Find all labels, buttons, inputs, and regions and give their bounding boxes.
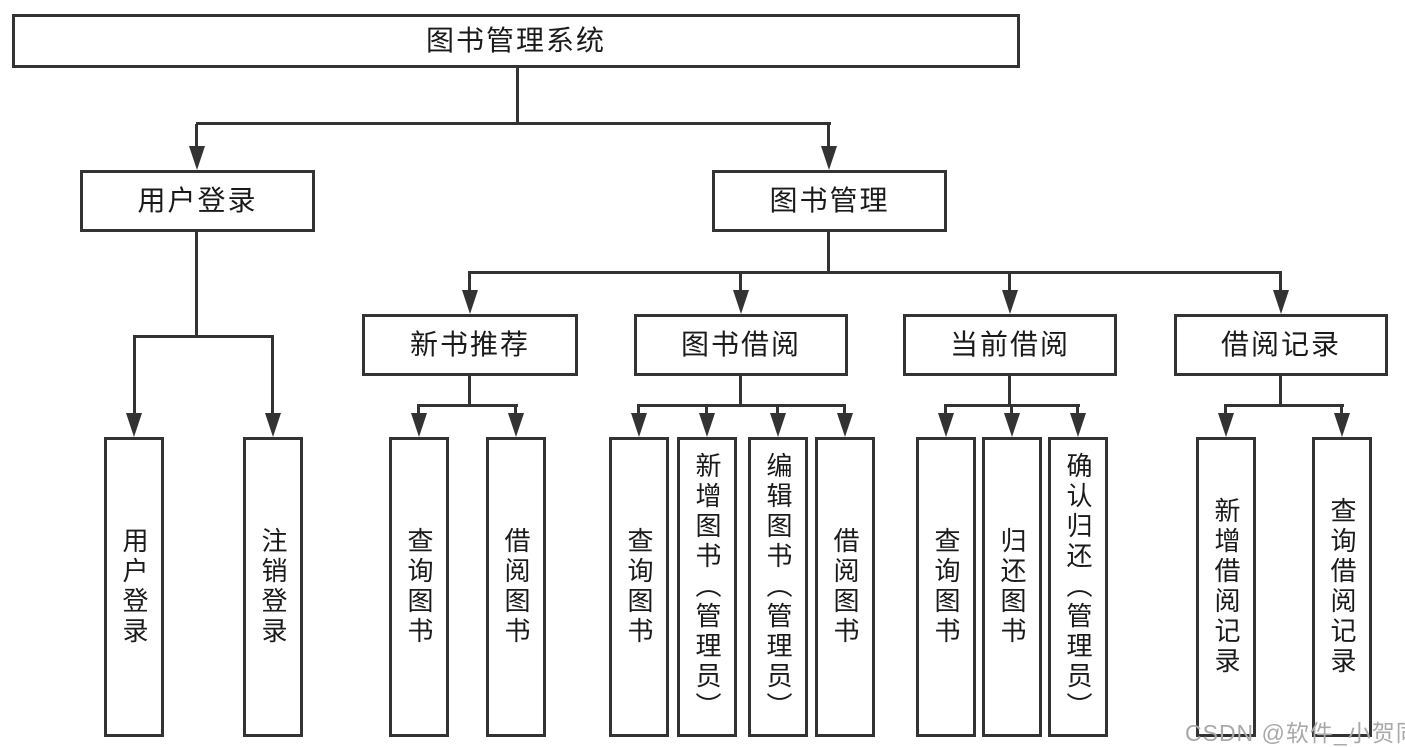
connector-current-drop-1 xyxy=(944,407,947,415)
leaf-query-books-current: 查询图书 xyxy=(916,437,976,737)
connector-current-bar xyxy=(944,404,1080,407)
connector-book-mgmt-drop-3 xyxy=(1008,274,1011,292)
arrow-down-icon xyxy=(837,413,853,437)
leaf-return-books: 归还图书 xyxy=(982,437,1042,737)
leaf-borrow-books-borrowing: 借阅图书 xyxy=(815,437,875,737)
arrow-down-icon xyxy=(189,146,205,170)
connector-borrowing-bar xyxy=(637,404,846,407)
connector-new-book-bar xyxy=(417,404,518,407)
arrow-down-icon xyxy=(265,413,281,437)
connector-records-stem xyxy=(1279,376,1282,407)
arrow-down-icon xyxy=(631,413,647,437)
connector-user-login-drop-2 xyxy=(271,338,274,415)
connector-book-mgmt-drop-4 xyxy=(1279,274,1282,292)
connector-current-stem xyxy=(1008,376,1011,407)
arrow-down-icon xyxy=(821,146,837,170)
leaf-query-books-borrowing: 查询图书 xyxy=(609,437,669,737)
arrow-down-icon xyxy=(1004,413,1020,437)
arrow-down-icon xyxy=(699,413,715,437)
connector-book-mgmt-drop-1 xyxy=(468,274,471,292)
connector-user-login-stem xyxy=(195,232,198,338)
node-book-management: 图书管理 xyxy=(712,170,947,232)
node-book-borrowing: 图书借阅 xyxy=(634,314,848,376)
arrow-down-icon xyxy=(411,413,427,437)
node-root-library-system: 图书管理系统 xyxy=(12,14,1020,68)
connector-borrowing-drop-3 xyxy=(776,407,779,415)
leaf-user-login: 用户登录 xyxy=(104,437,164,737)
connector-user-login-bar xyxy=(133,335,274,338)
connector-book-mgmt-bar xyxy=(468,271,1282,274)
node-current-borrowing: 当前借阅 xyxy=(903,314,1117,376)
connector-borrowing-stem xyxy=(739,376,742,407)
connector-new-book-stem xyxy=(468,376,471,407)
node-user-login: 用户登录 xyxy=(80,170,315,232)
connector-borrowing-drop-4 xyxy=(843,407,846,415)
arrow-down-icon xyxy=(1273,290,1289,314)
connector-records-drop-1 xyxy=(1224,407,1227,415)
watermark: CSDN @软件_小贺同学 xyxy=(1185,720,1405,746)
arrow-down-icon xyxy=(462,290,478,314)
arrow-down-icon xyxy=(770,413,786,437)
leaf-borrow-books-recommend: 借阅图书 xyxy=(486,437,546,737)
connector-records-bar xyxy=(1224,404,1344,407)
arrow-down-icon xyxy=(1218,413,1234,437)
connector-root-drop-right xyxy=(827,124,830,148)
arrow-down-icon xyxy=(1070,413,1086,437)
connector-current-drop-3 xyxy=(1076,407,1079,415)
leaf-add-borrow-record: 新增借阅记录 xyxy=(1196,437,1256,737)
leaf-query-borrow-record: 查询借阅记录 xyxy=(1312,437,1372,737)
leaf-edit-book-admin: 编辑图书（管理员） xyxy=(748,437,808,737)
arrow-down-icon xyxy=(508,413,524,437)
connector-new-book-drop-1 xyxy=(417,407,420,415)
connector-borrowing-drop-2 xyxy=(705,407,708,415)
node-new-book-recommend: 新书推荐 xyxy=(362,314,578,376)
arrow-down-icon xyxy=(1334,413,1350,437)
leaf-add-book-admin: 新增图书（管理员） xyxy=(677,437,737,737)
connector-root-bar xyxy=(196,122,831,125)
arrow-down-icon xyxy=(1002,290,1018,314)
connector-root-stem xyxy=(516,68,519,125)
arrow-down-icon xyxy=(938,413,954,437)
connector-book-mgmt-drop-2 xyxy=(739,274,742,292)
connector-new-book-drop-2 xyxy=(514,407,517,415)
connector-current-drop-2 xyxy=(1010,407,1013,415)
node-borrowing-records: 借阅记录 xyxy=(1174,314,1388,376)
arrow-down-icon xyxy=(126,413,142,437)
connector-root-drop-left xyxy=(195,124,198,148)
connector-borrowing-drop-1 xyxy=(637,407,640,415)
leaf-logout: 注销登录 xyxy=(243,437,303,737)
connector-user-login-drop-1 xyxy=(133,338,136,415)
connector-book-mgmt-stem xyxy=(827,232,830,274)
leaf-confirm-return-admin: 确认归还（管理员） xyxy=(1048,437,1108,737)
arrow-down-icon xyxy=(733,290,749,314)
leaf-query-books-recommend: 查询图书 xyxy=(389,437,449,737)
connector-records-drop-2 xyxy=(1340,407,1343,415)
